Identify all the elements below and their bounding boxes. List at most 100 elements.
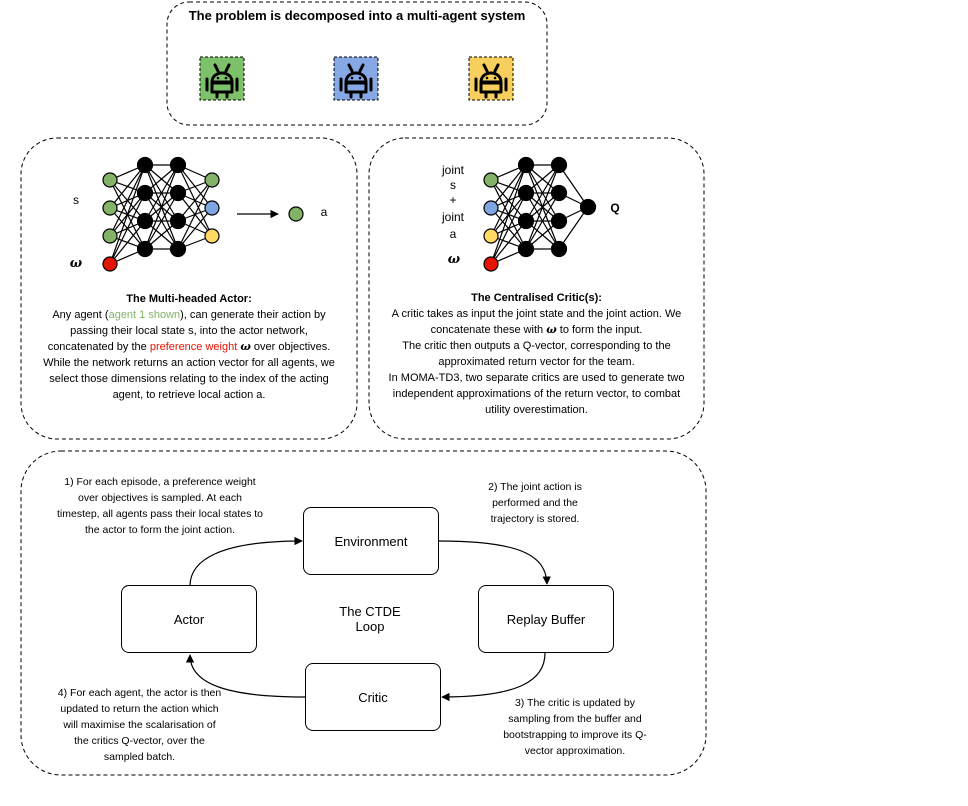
action-output-node [204,228,220,244]
step-4-line-2: updated to return the action which [60,703,219,715]
network-edge [558,164,589,208]
hidden-node [136,212,154,230]
agent-2-robot-icon [333,56,379,101]
buffer-to-critic-arrow [441,652,546,702]
network-edge [109,164,146,209]
hidden-node [550,240,568,258]
step-2-line-2: performed and the [492,497,578,509]
omega-input-node [483,256,499,272]
network-edge [109,164,146,265]
critic-heading: The Centralised Critic(s): [471,292,602,304]
actor-line-1: Any agent (agent 1 shown), can generate … [30,307,348,323]
critic-line-2-omega: ω [546,323,557,336]
critic-description: The Centralised Critic(s): A critic take… [374,290,699,418]
action-output-node [204,172,220,188]
agent-1-robot-icon [199,56,245,101]
step-3-line-1: 3) The critic is updated by [514,697,636,709]
step-4-line-4: the critics Q-vector, over the [74,735,205,747]
hidden-node [517,240,535,258]
step-1-line-1: 1) For each episode, a preference weight [64,476,256,488]
critic-line-7: utility overestimation. [485,404,588,416]
actor-box: Actor [121,585,257,653]
critic-input-joint2-label: joint [441,210,464,224]
step-3-line-3: bootstrapping to improve its Q- [503,729,647,741]
state-input-node [102,228,118,244]
hidden-node [517,212,535,230]
critic-input-joint-label: joint [441,163,464,177]
step-4-line-1: 4) For each agent, the actor is then [57,687,222,699]
network-edge [490,164,527,265]
network-edge [109,192,146,265]
ctde-loop-panel [20,450,707,776]
environment-to-buffer-arrow [437,540,551,585]
critic-to-actor-arrow [185,654,306,698]
network-edges [490,164,589,265]
agent-1-shown-text: agent 1 shown [108,309,181,321]
critic-line-1: A critic takes as input the joint state … [391,308,682,320]
critic-line-2-pre: concatenate these with [430,324,547,336]
step-1-line-2: over objectives is sampled. At each [77,492,242,504]
state-input-node [102,172,118,188]
critic-line-5: In MOMA-TD3, two separate critics are us… [388,372,685,384]
step-2-text: 2) The joint action is performed and the… [460,479,610,527]
critic-input-omega-label: ω [447,252,461,267]
critic-panel [368,137,705,440]
network-edge [109,164,146,237]
actor-line-3: concatenated by the preference weight ω … [30,339,348,355]
actor-line-5: select those dimensions relating to the … [49,373,329,385]
agent-3-robot-icon [468,56,514,101]
step-3-line-4: vector approximation. [524,745,626,757]
step-4-line-5: sampled batch. [103,751,176,763]
hidden-node [550,156,568,174]
q-output-node [579,198,597,216]
hidden-node [550,184,568,202]
hidden-node [550,212,568,230]
hidden-node [136,184,154,202]
network-edges [109,164,213,265]
critic-line-3: The critic then outputs a Q-vector, corr… [402,340,671,352]
preference-weight-text: preference weight [149,341,238,353]
actor-line-1-pre: Any agent ( [52,309,109,321]
network-edge [144,192,179,250]
critic-network [483,156,597,272]
critic-output-q-label: Q [610,201,620,215]
hidden-node [136,156,154,174]
critic-box: Critic [305,663,441,731]
joint-input-node [483,200,499,216]
actor-output-a-label: a [320,205,328,219]
actor-network [102,156,220,272]
actor-panel [20,137,358,440]
critic-line-6: independent approximations of the return… [392,388,681,400]
top-panel [166,1,548,126]
step-2-line-3: trajectory is stored. [490,513,580,525]
network-edge [490,164,527,237]
actor-to-environment-arrow [189,536,303,587]
network-edge [490,220,527,265]
network-edge [525,164,560,250]
network-edge [177,179,213,250]
joint-input-node [483,172,499,188]
actor-output-node [288,206,304,222]
hidden-node [169,184,187,202]
step-3-line-2: sampling from the buffer and [508,713,642,725]
network-edge [109,220,146,265]
network-edge [525,192,560,250]
critic-input-s-label: s [450,178,456,192]
joint-input-node [483,228,499,244]
step-2-line-1: 2) The joint action is [488,481,582,493]
actor-input-s-label: s [73,193,79,207]
actor-input-omega-label: ω [69,256,83,271]
action-output-node [204,200,220,216]
network-edge [177,179,213,222]
step-4-line-3: will maximise the scalarisation of [63,719,216,731]
network-edge [144,164,179,250]
network-edge [490,192,527,265]
ctde-loop-center-label: The CTDE Loop [320,604,420,634]
hidden-node [169,240,187,258]
hidden-node [517,184,535,202]
state-input-node [102,200,118,216]
hidden-node [169,212,187,230]
actor-line-6: agent, to retrieve local action a. [112,389,266,401]
replay-buffer-box: Replay Buffer [478,585,614,653]
